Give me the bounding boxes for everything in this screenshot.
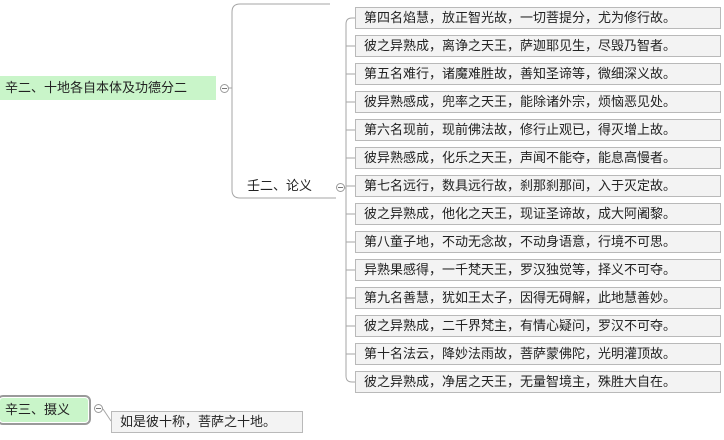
leaf-topic[interactable]: 彼之异熟成，二千界梵主，有情心疑问，罗汉不可夺。 (355, 315, 721, 337)
connector-leaf (345, 17, 355, 25)
collapse-ren2-icon[interactable] (336, 183, 345, 192)
leaf-topic[interactable]: 彼异熟感成，兜率之天王，能除诸外宗，烦恼恶见处。 (355, 91, 721, 113)
leaf-topic[interactable]: 第六名现前，现前佛法故，修行止观已，得灭增上故。 (355, 119, 721, 141)
connector-xin2-top (229, 3, 330, 89)
leaf-topic[interactable]: 第九名善慧，犹如王太子，因得无碍解，此地慧善妙。 (355, 287, 721, 309)
leaf-topic[interactable]: 异熟果感得，一千梵天王，罗汉独觉等，择义不可夺。 (355, 259, 721, 281)
leaf-topic[interactable]: 第八童子地，不动无念故，不动身语意，行境不可思。 (355, 231, 721, 253)
leaf-topic[interactable]: 第七名远行，数具远行故，刹那刹那间，入于灭定故。 (355, 175, 721, 197)
leaf-topic[interactable]: 第四名焰慧，放正智光故，一切菩提分，尤为修行故。 (355, 7, 721, 29)
connector-leaf (345, 375, 355, 383)
leaf-topic[interactable]: 第十名法云，降妙法雨故，菩萨蒙佛陀，光明灌顶故。 (355, 343, 721, 365)
topic-xin3-child[interactable]: 如是彼十称，菩萨之十地。 (111, 411, 303, 433)
topic-xin2[interactable]: 辛二、十地各自本体及功德分二 (0, 76, 216, 100)
leaf-topic[interactable]: 彼异熟感成，化乐之天王，声闻不能夺，能息高慢者。 (355, 147, 721, 169)
topic-xin3[interactable]: 辛三、摄义 (0, 395, 91, 425)
leaf-topic[interactable]: 彼之异熟成，离诤之天王，萨迦耶见生，尽毁乃智者。 (355, 35, 721, 57)
leaf-topic[interactable]: 彼之异熟成，净居之天王，无量智境主，殊胜大自在。 (355, 371, 721, 393)
connector-xin3-child (102, 408, 112, 422)
collapse-xin3-icon[interactable] (94, 404, 103, 413)
leaf-topic[interactable]: 第五名难行，诸魔难胜故，善知圣谛等，微细深义故。 (355, 63, 721, 85)
connector-xin2-ren2 (231, 88, 336, 199)
topic-ren2[interactable]: 壬二、论义 (247, 179, 313, 194)
collapse-xin2-icon[interactable] (220, 84, 229, 93)
leaf-topic[interactable]: 彼之异熟成，他化之天王，现证圣谛故，成大阿阇黎。 (355, 203, 721, 225)
